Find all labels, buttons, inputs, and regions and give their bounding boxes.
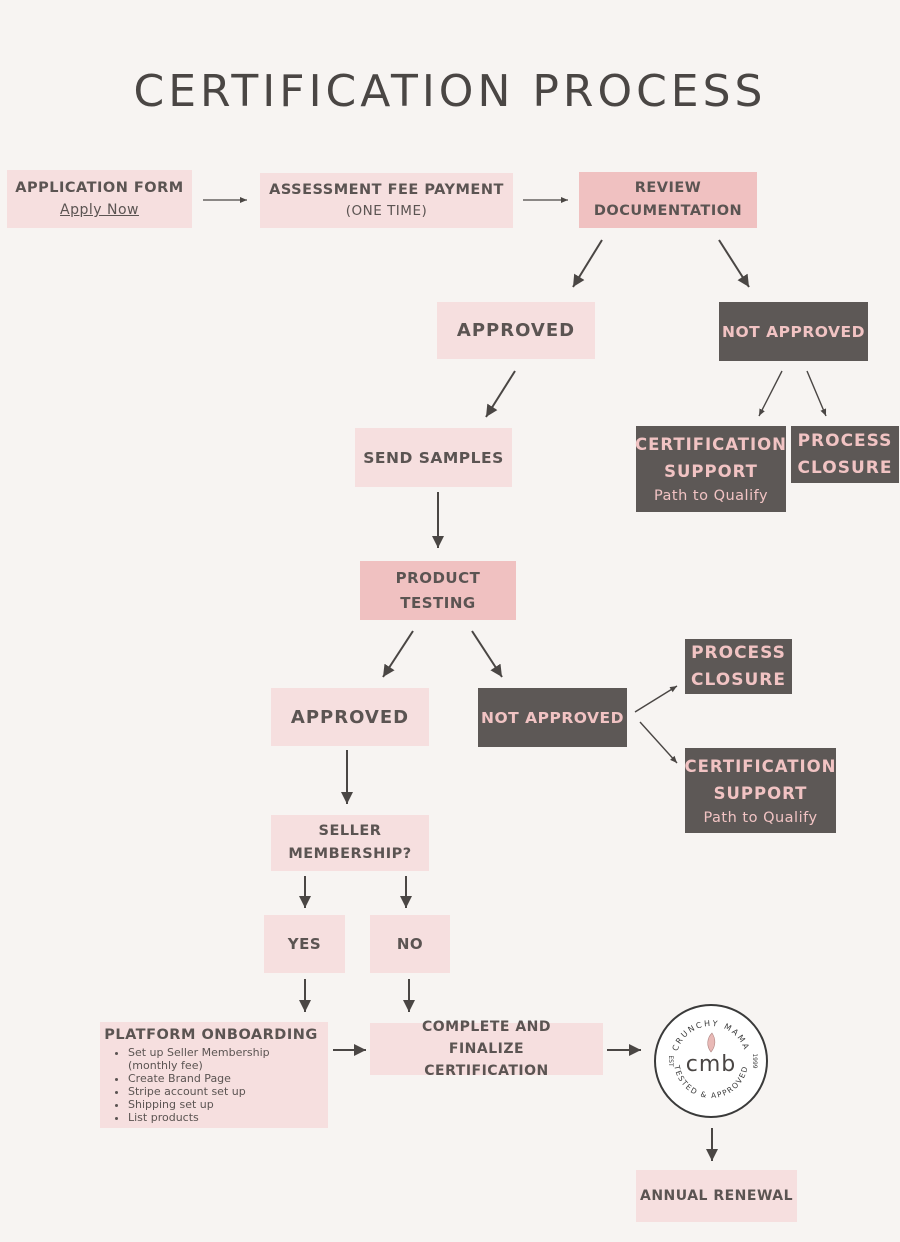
- arrow-icon: [471, 630, 503, 678]
- page-title: CERTIFICATION PROCESS: [133, 66, 767, 117]
- approved-step-1: APPROVED: [437, 302, 595, 359]
- application-form-label: APPLICATION FORM: [15, 180, 184, 196]
- assessment-fee-step: ASSESSMENT FEE PAYMENT (ONE TIME): [260, 173, 513, 228]
- path-to-qualify-note-1: Path to Qualify: [653, 488, 769, 504]
- seal-monogram: cmb: [685, 1052, 737, 1077]
- not-approved-label-2: NOT APPROVED: [481, 708, 624, 727]
- review-documentation-label: REVIEW DOCUMENTATION: [593, 180, 743, 219]
- application-form-step: APPLICATION FORM Apply Now: [7, 170, 192, 228]
- onboarding-item: Set up Seller Membership (monthly fee): [128, 1046, 320, 1072]
- process-closure-step-1: PROCESS CLOSURE: [791, 426, 899, 483]
- certification-support-step-2: CERTIFICATION SUPPORT Path to Qualify: [685, 748, 836, 833]
- arrow-icon: [572, 239, 603, 288]
- not-approved-step-1: NOT APPROVED: [719, 302, 868, 361]
- not-approved-step-2: NOT APPROVED: [478, 688, 627, 747]
- path-to-qualify-note-2: Path to Qualify: [703, 809, 818, 826]
- complete-finalize-step: COMPLETE AND FINALIZE CERTIFICATION: [370, 1019, 603, 1079]
- seal-left-text: EST: [667, 1055, 674, 1067]
- send-samples-label: SEND SAMPLES: [363, 448, 504, 467]
- process-closure-label-2: PROCESS CLOSURE: [691, 642, 786, 690]
- process-closure-step-2: PROCESS CLOSURE: [685, 639, 792, 694]
- platform-onboarding-label: PLATFORM ONBOARDING: [104, 1027, 318, 1043]
- not-approved-label-1: NOT APPROVED: [722, 322, 865, 341]
- product-testing-label: PRODUCT TESTING: [395, 568, 481, 612]
- process-closure-label-1: PROCESS CLOSURE: [797, 430, 893, 478]
- approved-label-2: APPROVED: [290, 706, 410, 728]
- apply-now-link[interactable]: Apply Now: [60, 202, 139, 218]
- arrow-icon: [639, 721, 678, 764]
- complete-finalize-label: COMPLETE AND FINALIZE CERTIFICATION: [421, 1019, 551, 1079]
- platform-onboarding-step: PLATFORM ONBOARDING Set up Seller Member…: [100, 1022, 328, 1128]
- yes-label: YES: [287, 935, 322, 953]
- certification-support-label-1: CERTIFICATION SUPPORT: [635, 435, 787, 481]
- arrow-icon: [806, 370, 827, 417]
- annual-renewal-label: ANNUAL RENEWAL: [639, 1188, 794, 1204]
- approved-step-2: APPROVED: [271, 688, 429, 746]
- leaf-icon: [707, 1032, 716, 1053]
- yes-step: YES: [264, 915, 345, 973]
- onboarding-checklist: Set up Seller Membership (monthly fee) C…: [102, 1046, 320, 1124]
- assessment-fee-label: ASSESSMENT FEE PAYMENT: [269, 182, 504, 198]
- review-documentation-step: REVIEW DOCUMENTATION: [579, 172, 757, 228]
- seal-right-text: 1999: [751, 1053, 758, 1068]
- no-label: NO: [396, 935, 424, 953]
- product-testing-step: PRODUCT TESTING: [360, 561, 516, 620]
- arrow-icon: [485, 370, 516, 418]
- arrow-icon: [718, 239, 750, 288]
- arrow-icon: [758, 370, 783, 417]
- onboarding-item: List products: [128, 1111, 320, 1124]
- approved-label-1: APPROVED: [456, 320, 576, 341]
- onboarding-item: Create Brand Page: [128, 1072, 320, 1085]
- no-step: NO: [370, 915, 450, 973]
- seal-text-ring: CRUNCHY MAMA TESTED & APPROVED EST 1999: [667, 1019, 758, 1100]
- annual-renewal-step: ANNUAL RENEWAL: [636, 1170, 797, 1222]
- arrow-icon: [634, 685, 678, 713]
- certification-support-label-2: CERTIFICATION SUPPORT: [684, 756, 837, 803]
- seller-membership-step: SELLER MEMBERSHIP?: [271, 815, 429, 871]
- crunchy-mama-seal-logo: CRUNCHY MAMA TESTED & APPROVED EST 1999 …: [654, 1004, 768, 1118]
- send-samples-step: SEND SAMPLES: [355, 428, 512, 487]
- certification-support-step-1: CERTIFICATION SUPPORT Path to Qualify: [635, 426, 787, 512]
- seller-membership-label: SELLER MEMBERSHIP?: [288, 823, 412, 862]
- onboarding-item: Shipping set up: [128, 1098, 320, 1111]
- one-time-note: (ONE TIME): [345, 203, 428, 219]
- arrow-icon: [382, 630, 414, 678]
- onboarding-item: Stripe account set up: [128, 1085, 320, 1098]
